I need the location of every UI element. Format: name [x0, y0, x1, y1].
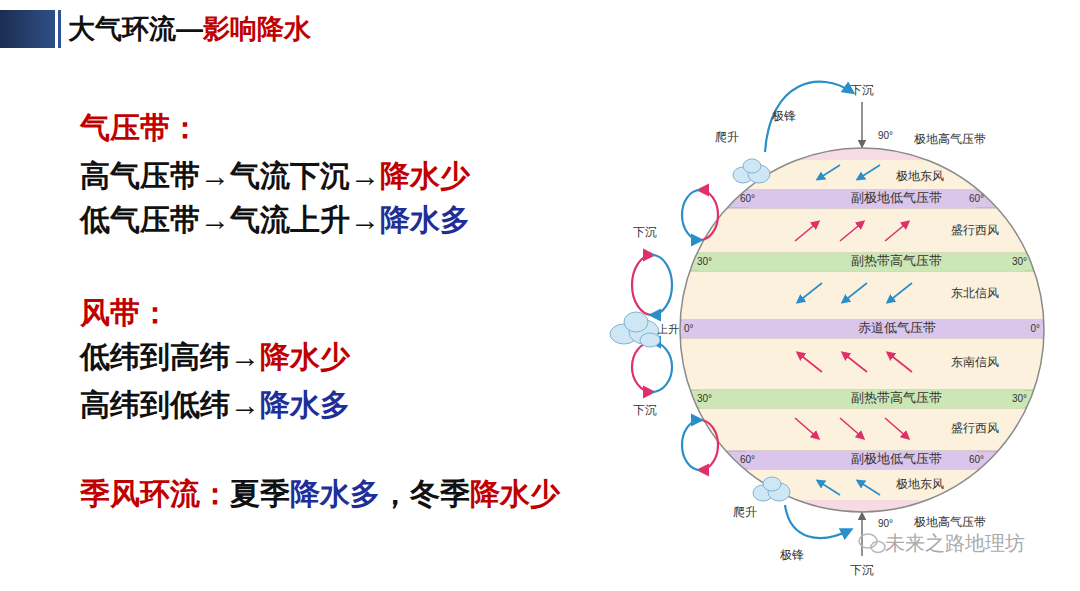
degree-label: 90°: [878, 518, 893, 530]
pressure-belt: 副热带高气压带: [700, 390, 1025, 408]
degree-label: 30°: [697, 256, 712, 268]
degree-label: 30°: [1012, 393, 1027, 405]
body-text: 高气压带→气流下沉→: [80, 158, 380, 194]
body-text: 夏季: [230, 476, 290, 512]
globe-outline: [680, 148, 1044, 512]
body-text: 降水多: [380, 202, 470, 238]
watermark: 未来之路地理坊: [885, 531, 1025, 555]
belt-name: 副热带高气压带: [769, 253, 1025, 269]
section-heading: 风带：: [80, 295, 170, 331]
body-text: 低纬到高纬→: [80, 339, 260, 375]
globe-zones: [670, 140, 1060, 520]
degree-label: 60°: [740, 193, 755, 205]
flow-label: 下沉: [850, 83, 874, 97]
circulation-cells: [632, 82, 852, 538]
wind-label: 极地东风: [896, 169, 944, 183]
degree-label: 60°: [969, 193, 984, 205]
pressure-belt: 副极地低气压带: [748, 190, 977, 208]
section-heading: 气压带：: [80, 110, 200, 146]
title-accent: [58, 10, 61, 48]
belt-name: 赤道低气压带: [752, 320, 1041, 336]
degree-label: 60°: [969, 454, 984, 466]
body-text: 降水少: [470, 476, 560, 512]
wind-label: 极地东风: [896, 477, 944, 491]
title-text: 影响降水: [203, 13, 311, 45]
flow-label: 下沉: [633, 225, 657, 239]
flow-label: 下沉: [633, 403, 657, 417]
wind-label: 东南信风: [951, 355, 999, 369]
degree-label: 0°: [684, 323, 694, 335]
body-text: ，冬季: [380, 476, 470, 512]
belt-name: 副热带高气压带: [770, 390, 1025, 406]
flow-label: 爬升: [733, 505, 757, 519]
body-text: 降水少: [260, 339, 350, 375]
degree-label: 30°: [1012, 256, 1027, 268]
body-text: 降水多: [290, 476, 380, 512]
title-text: 大气环流—: [68, 13, 203, 45]
flow-label: 极锋: [780, 548, 804, 562]
flow-label: 极锋: [772, 109, 796, 123]
wind-label: 盛行西风: [951, 421, 999, 435]
belt-label: 极地高气压带: [914, 515, 986, 529]
degree-label: 0°: [1030, 323, 1040, 335]
degree-label: 90°: [878, 130, 893, 142]
wind-label: 东北信风: [951, 286, 999, 300]
belt-name: 副极地低气压带: [818, 190, 977, 206]
flow-label: 下沉: [850, 563, 874, 577]
belt-label: 极地高气压带: [914, 132, 986, 146]
flow-label: 上升: [657, 323, 679, 336]
body-text: 降水多: [260, 387, 350, 423]
pressure-belt: 副热带高气压带: [699, 253, 1025, 271]
belt-name: 副极地低气压带: [817, 451, 978, 467]
section-heading: 季风环流：: [80, 476, 230, 512]
degree-label: 60°: [740, 454, 755, 466]
wind-label: 盛行西风: [951, 223, 999, 237]
title-bar: [0, 10, 55, 48]
pressure-belt: 赤道低气压带: [682, 320, 1041, 338]
body-text: 高纬到低纬→: [80, 387, 260, 423]
pressure-belt: 副极地低气压带: [747, 451, 978, 469]
watermark-icon: [859, 534, 885, 553]
body-text: 降水少: [380, 158, 470, 194]
body-text: 低气压带→气流上升→: [80, 202, 380, 238]
pole-line: [861, 102, 862, 146]
flow-label: 爬升: [715, 130, 739, 144]
degree-label: 30°: [697, 393, 712, 405]
